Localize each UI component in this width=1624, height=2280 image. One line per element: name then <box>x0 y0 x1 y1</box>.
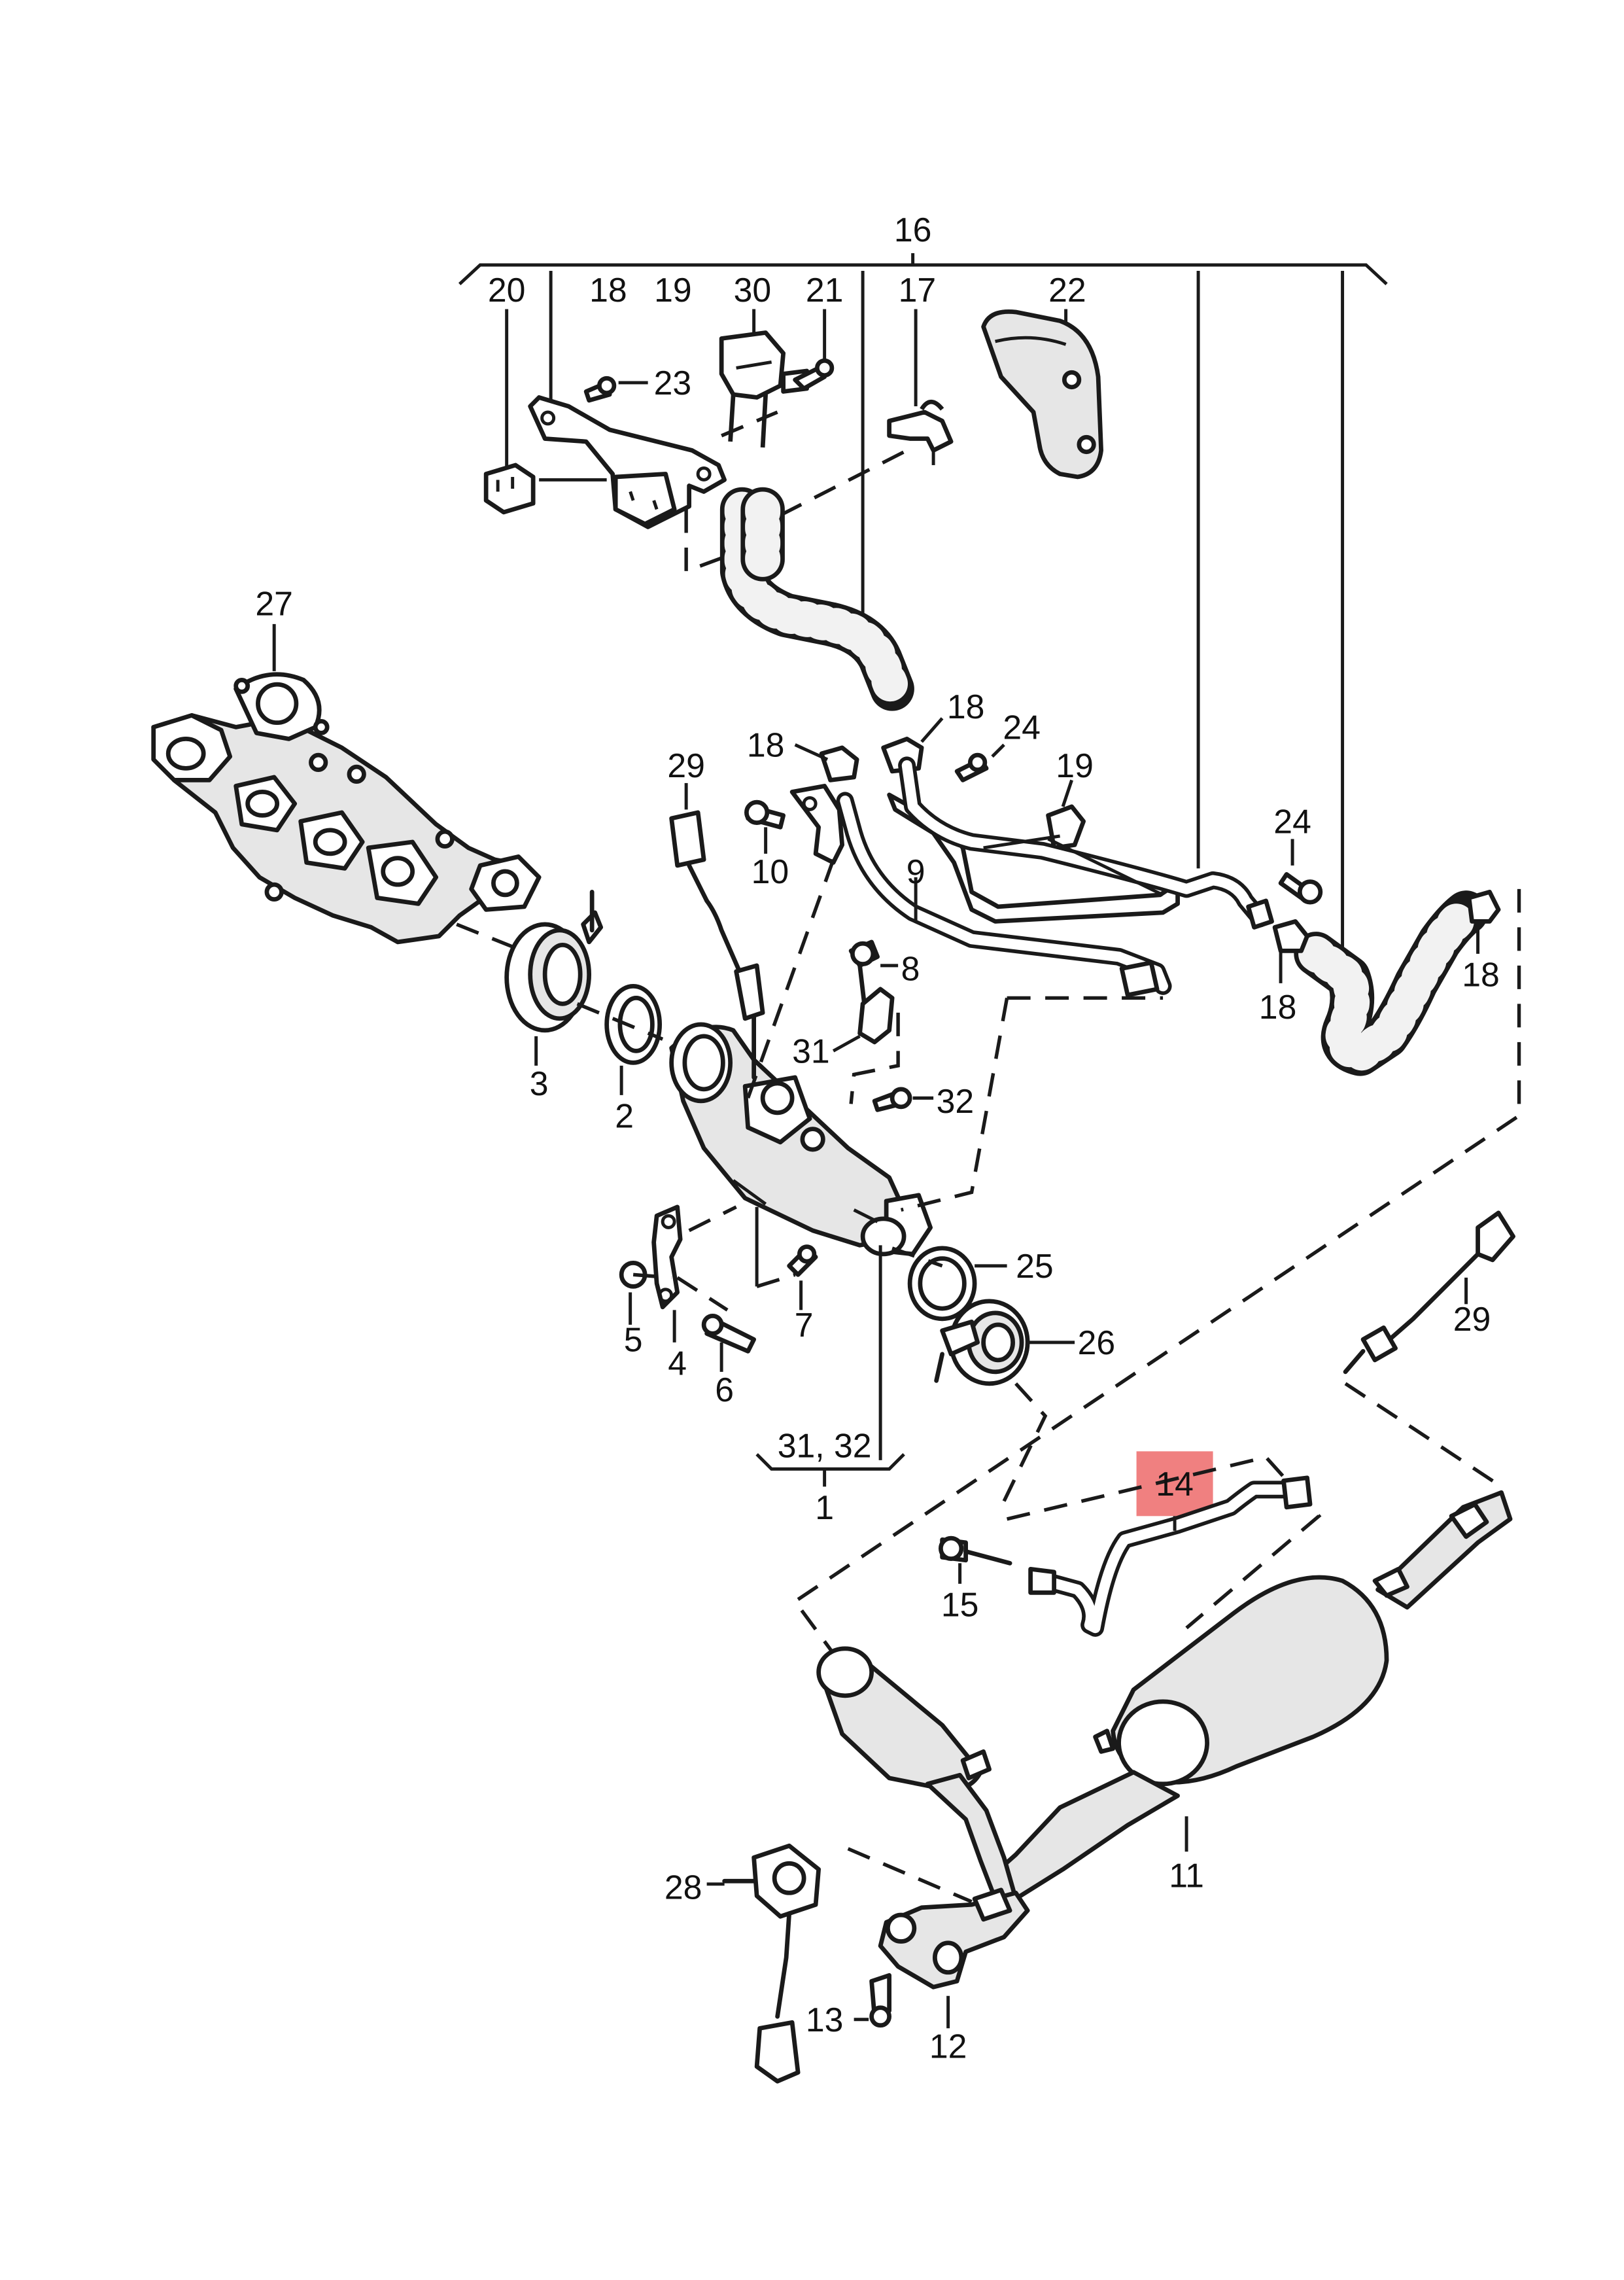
label-15: 15 <box>941 1585 979 1623</box>
turbocharger-27 <box>151 623 542 945</box>
heat-shield-22 <box>981 309 1103 480</box>
label-1: 1 <box>815 1488 834 1526</box>
label-3: 3 <box>530 1064 549 1102</box>
label-18-left: 18 <box>747 726 785 763</box>
gasket-2 <box>604 984 663 1095</box>
group-16-bracket <box>458 253 1388 954</box>
label-4: 4 <box>668 1344 687 1382</box>
label-29-lower: 29 <box>1453 1300 1491 1338</box>
label-26: 26 <box>1078 1324 1116 1361</box>
v-clamp-3 <box>504 890 604 1066</box>
middle-dashes <box>746 858 1164 1212</box>
label-32: 32 <box>937 1082 975 1120</box>
connector-20 <box>483 463 536 515</box>
label-21: 21 <box>806 271 844 309</box>
bolt-7 <box>787 1244 818 1310</box>
label-24-upper: 24 <box>1003 708 1041 746</box>
label-29-upper: 29 <box>667 746 705 784</box>
label-22: 22 <box>1048 271 1086 309</box>
label-28: 28 <box>665 1868 702 1906</box>
label-27: 27 <box>255 584 293 622</box>
bolt-15 <box>938 1535 1012 1584</box>
sensor-28 <box>706 1843 973 2084</box>
label-13: 13 <box>806 2001 844 2039</box>
label-14: 14 <box>1156 1465 1194 1503</box>
bolt-21 <box>793 358 835 391</box>
label-5: 5 <box>624 1320 643 1358</box>
gasket-25 <box>907 1246 1007 1322</box>
bolt-24a <box>954 743 1005 782</box>
label-12: 12 <box>929 2027 967 2065</box>
right-dashes <box>792 888 1521 1658</box>
bracket-10 <box>744 784 844 865</box>
label-18-right: 18 <box>947 688 985 726</box>
callout-14-highlight <box>1136 1451 1213 1517</box>
label-6: 6 <box>715 1371 734 1409</box>
label-17: 17 <box>899 271 937 309</box>
pressure-pipe-9 <box>836 792 1172 998</box>
label-20: 20 <box>488 271 526 309</box>
label-18-top: 18 <box>589 271 627 309</box>
clip-31 <box>832 987 895 1053</box>
clip-18c <box>1272 919 1309 983</box>
label-19-mid: 19 <box>1056 746 1094 784</box>
bolt-32 <box>872 1087 934 1112</box>
sensor-29-upper <box>669 782 765 1021</box>
label-8: 8 <box>901 949 920 987</box>
dash-cat-to-gasket <box>891 1246 943 1268</box>
label-18-far-right: 18 <box>1462 955 1500 993</box>
label-10: 10 <box>752 852 789 890</box>
bolt-6 <box>701 1313 757 1372</box>
clip-18a <box>794 743 859 782</box>
nut-5 <box>619 1260 648 1325</box>
label-16: 16 <box>894 211 932 249</box>
label-30: 30 <box>734 271 772 309</box>
vacuum-hose-upper <box>719 487 914 711</box>
catalytic-converter-1 <box>669 1008 933 1460</box>
particulate-filter-11 <box>987 1490 1513 1901</box>
dash-clamp-to-cat <box>576 1002 664 1041</box>
label-23: 23 <box>654 364 692 402</box>
clamp-26 <box>934 1299 1075 1386</box>
bracket-12 <box>878 1887 1030 2029</box>
bracket-4 <box>651 1204 683 1342</box>
front-pipe-resonator <box>816 1646 1018 1901</box>
bolt-23 <box>583 376 617 403</box>
label-11: 11 <box>1169 1856 1204 1894</box>
bracket-plate <box>528 395 727 529</box>
label-19-top: 19 <box>654 271 692 309</box>
bracket-1 <box>755 1453 905 1487</box>
clip-17 <box>887 399 954 465</box>
label-31: 31 <box>792 1032 830 1070</box>
catalyst-dashes <box>632 1205 796 1312</box>
top-dashes <box>684 410 908 574</box>
dash-turbo-to-clamp <box>456 922 517 950</box>
pipe-bracket-19 <box>887 756 1274 930</box>
label-31-32: 31, 32 <box>778 1426 872 1464</box>
label-7: 7 <box>795 1306 814 1344</box>
vacuum-hose-lower <box>1294 890 1489 1076</box>
pipe-14 <box>1028 1475 1313 1637</box>
label-25: 25 <box>1016 1247 1054 1285</box>
label-18-mid-right: 18 <box>1259 988 1297 1026</box>
label-2: 2 <box>615 1096 634 1134</box>
label-9: 9 <box>907 852 925 890</box>
label-24-lower: 24 <box>1273 802 1311 840</box>
sensor-29-lower <box>1343 1210 1515 1375</box>
bolt-24b <box>1278 839 1323 905</box>
callout-labels: 16 20 18 19 30 21 17 22 23 27 18 18 24 1… <box>255 211 1499 2065</box>
bolt-13 <box>854 1973 891 2028</box>
clip-18d <box>1466 890 1501 954</box>
